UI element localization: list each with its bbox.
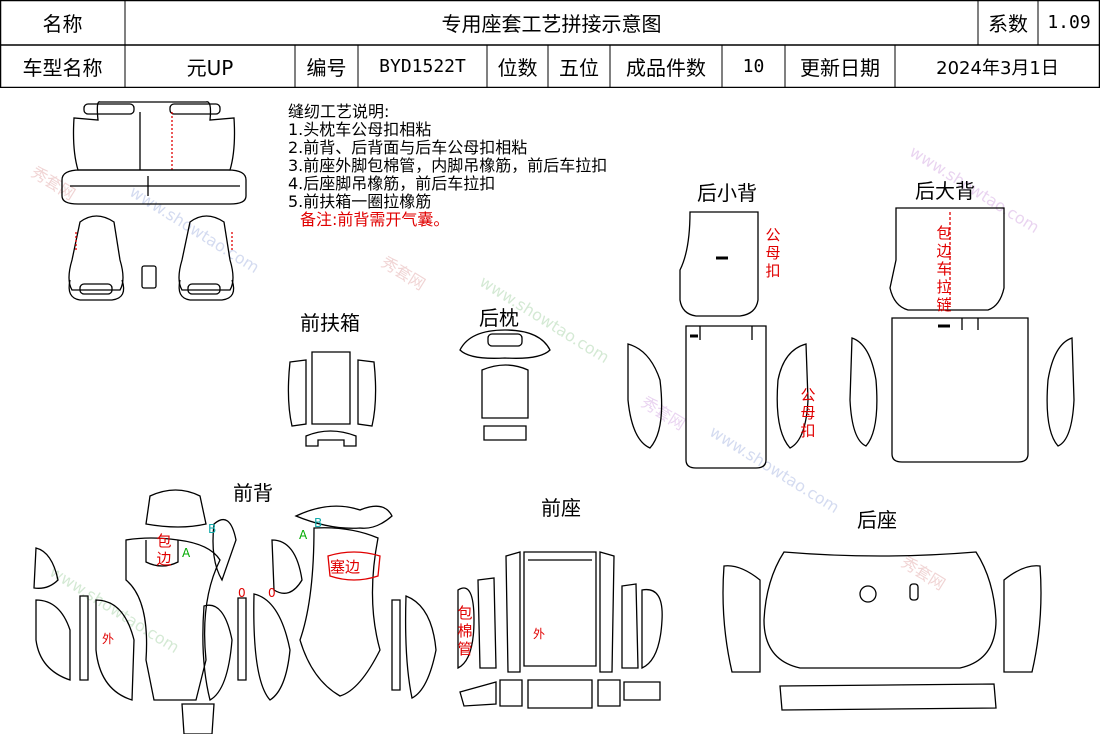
sewing-notes: 缝纫工艺说明: 1.头枕车公母扣相粘 2.前背、后背面与后车公母扣相粘 3.前座…: [288, 103, 607, 229]
annotation-outer: 外: [533, 627, 546, 641]
code-label: 编号: [306, 56, 347, 80]
coef-value: 1.09: [1047, 12, 1091, 33]
seats-label: 位数: [497, 56, 538, 80]
section-rear-small-back: 后小背: [697, 181, 757, 205]
annotation-edge: 塞边: [330, 558, 361, 576]
annotation-edge: 包边: [156, 532, 172, 568]
section-rear-seat: 后座: [857, 508, 897, 532]
header-table: 名称 专用座套工艺拼接示意图 系数 1.09 车型名称 元UP 编号 BYD15…: [0, 0, 1100, 88]
notes-item: 3.前座外脚包棉管，内脚吊橡筋，前后车拉扣: [288, 156, 608, 175]
rear-big-back-pieces: [849, 207, 1075, 463]
section-front-seat: 前座: [541, 496, 581, 520]
notes-item: 2.前背、后背面与后车公母扣相粘: [288, 138, 528, 157]
section-front-armrest: 前扶箱: [300, 311, 360, 335]
date-value: 2024年3月1日: [936, 57, 1059, 79]
annotation-zipper: 包边车拉链: [936, 224, 952, 314]
rear-headrest-pieces: [459, 329, 551, 441]
name-label: 名称: [42, 12, 83, 36]
front-back-pieces: [33, 489, 437, 734]
section-rear-headrest: 后枕: [479, 306, 519, 330]
notes-item: 1.头枕车公母扣相粘: [288, 120, 432, 139]
rear-seat-pieces: [722, 551, 1042, 711]
mark-b: B: [314, 516, 323, 530]
annotation-outer: 外: [102, 632, 115, 646]
front-armrest-pieces: [287, 351, 377, 447]
rear-bench-overview: [61, 101, 247, 205]
notes-remark: 备注:前背需开气囊。: [300, 210, 450, 229]
pieces-value: 10: [742, 56, 765, 77]
section-rear-big-back: 后大背: [915, 179, 975, 203]
code-value: BYD1522T: [379, 56, 466, 77]
date-label: 更新日期: [800, 56, 880, 80]
annotation-snap: 公母扣: [765, 226, 781, 280]
notes-item: 5.前扶箱一圈拉橡筋: [288, 192, 432, 211]
mark-a: A: [182, 546, 191, 560]
annotation-foam-tube: 包棉管: [457, 604, 473, 658]
model-label: 车型名称: [22, 56, 103, 80]
document-title: 专用座套工艺拼接示意图: [441, 12, 662, 36]
model-value: 元UP: [186, 56, 234, 80]
coef-label: 系数: [988, 12, 1028, 36]
rear-small-back-pieces: [627, 211, 809, 469]
pieces-label: 成品件数: [626, 56, 706, 80]
notes-item: 4.后座脚吊橡筋，前后车拉扣: [288, 174, 496, 193]
mark-o: 0: [238, 586, 246, 600]
mark-o: 0: [268, 586, 276, 600]
front-seat-pieces: [457, 551, 663, 709]
mark-a: A: [299, 528, 308, 542]
front-seats-overview: [68, 215, 235, 301]
section-front-back: 前背: [233, 481, 273, 505]
seats-value: 五位: [559, 56, 599, 80]
notes-title: 缝纫工艺说明:: [288, 102, 390, 121]
annotation-snap: 公母扣: [800, 386, 816, 440]
mark-b: B: [208, 522, 217, 536]
